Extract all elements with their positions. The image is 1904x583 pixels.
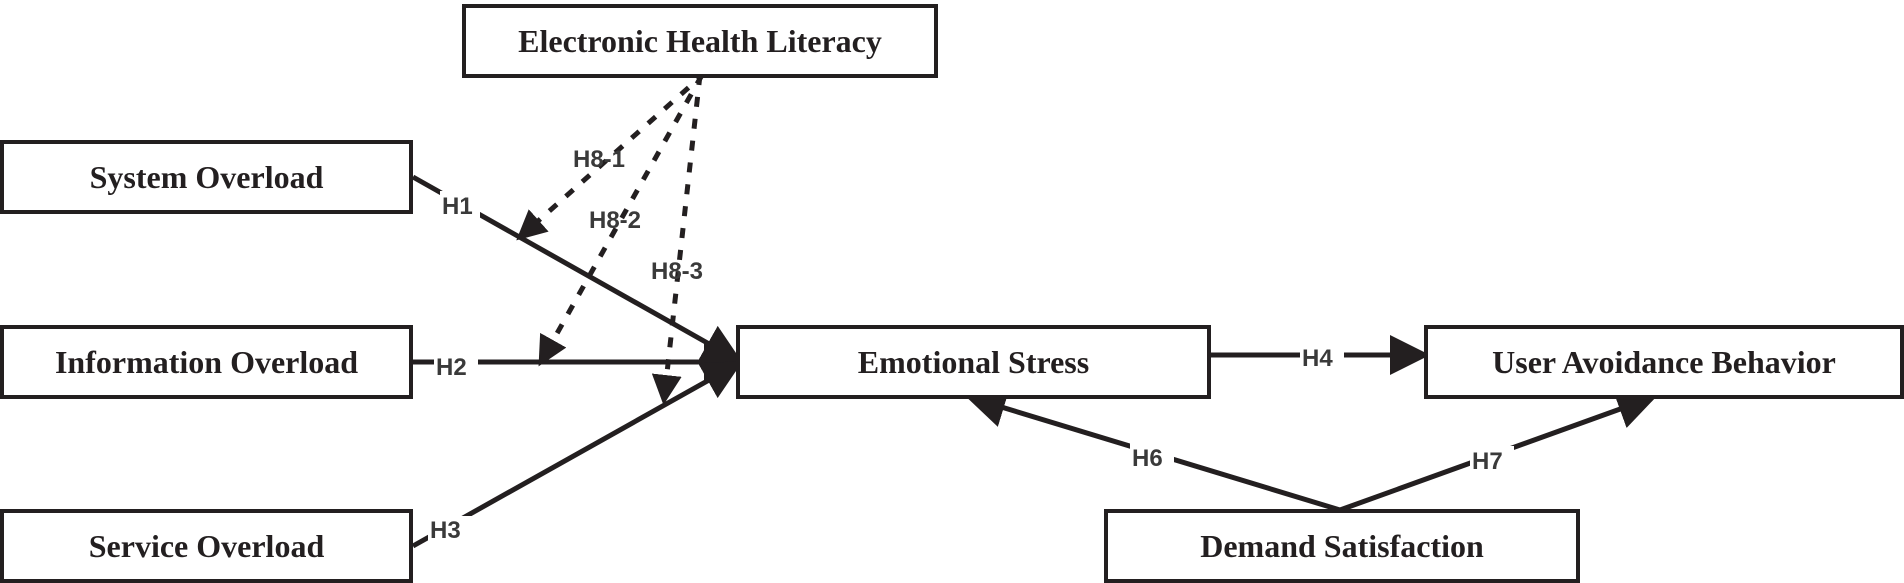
label-h4: H4	[1302, 345, 1333, 372]
edge-h8-1	[516, 71, 707, 241]
label-h2: H2	[436, 354, 467, 381]
node-system-overload: System Overload	[0, 140, 413, 214]
node-emotional-stress: Emotional Stress	[736, 325, 1211, 399]
node-emotional-stress-label: Emotional Stress	[857, 343, 1090, 380]
node-user-avoidance-behavior: User Avoidance Behavior	[1424, 325, 1904, 399]
label-h8-2: H8-2	[589, 207, 641, 234]
node-electronic-health-literacy: Electronic Health Literacy	[462, 4, 938, 78]
label-h3: H3	[430, 517, 461, 544]
node-electronic-health-literacy-label: Electronic Health Literacy	[518, 22, 882, 59]
node-information-overload-label: Information Overload	[54, 343, 359, 380]
node-service-overload-label: Service Overload	[88, 527, 325, 564]
label-h1: H1	[442, 193, 473, 220]
label-h8-3: H8-3	[651, 258, 703, 285]
label-h6: H6	[1132, 445, 1163, 472]
node-demand-satisfaction-label: Demand Satisfaction	[1200, 527, 1484, 564]
node-demand-satisfaction: Demand Satisfaction	[1104, 509, 1580, 583]
label-h8-1: H8-1	[573, 146, 625, 173]
label-h7: H7	[1472, 448, 1503, 475]
node-user-avoidance-behavior-label: User Avoidance Behavior	[1492, 343, 1836, 380]
edge-h8-3	[651, 74, 703, 405]
node-service-overload: Service Overload	[0, 509, 413, 583]
node-system-overload-label: System Overload	[89, 158, 324, 195]
node-information-overload: Information Overload	[0, 325, 413, 399]
